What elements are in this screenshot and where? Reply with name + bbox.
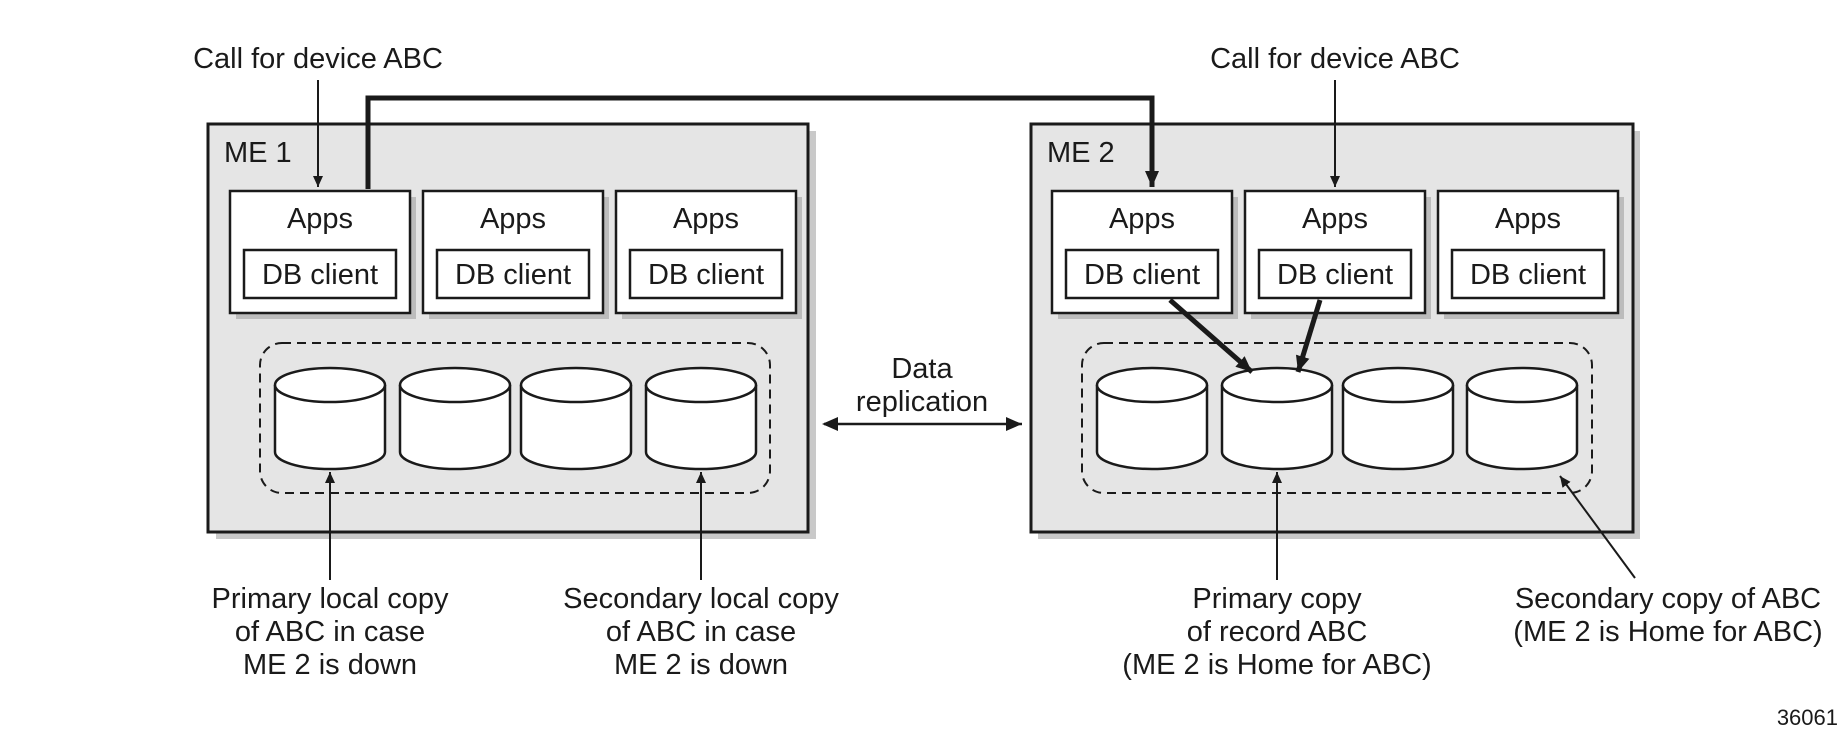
db-client-label: DB client — [1084, 259, 1200, 291]
apps-label: Apps — [287, 203, 353, 235]
me2-apps-box-2: Apps DB client — [1243, 189, 1431, 319]
db-client-label: DB client — [1277, 259, 1393, 291]
me2-db-group — [1081, 342, 1593, 494]
caption-line: ME 2 is down — [614, 649, 788, 681]
caption-line: (ME 2 is Home for ABC) — [1513, 616, 1822, 648]
me2-call-label: Call for device ABC — [1210, 43, 1460, 75]
me1-panel: ME 1 Apps DB client Apps DB client Apps … — [206, 122, 816, 539]
me1-db-cylinder-4 — [644, 366, 758, 471]
me1-apps-box-1: Apps DB client — [228, 189, 416, 319]
caption-line: of ABC in case — [235, 616, 425, 648]
replication-label-line2: replication — [856, 386, 988, 418]
apps-label: Apps — [1109, 203, 1175, 235]
forward-call-arrow — [365, 95, 1159, 189]
me2-panel: ME 2 Apps DB client Apps DB client Apps … — [1029, 122, 1640, 539]
db-client-label: DB client — [648, 259, 764, 291]
apps-label: Apps — [1302, 203, 1368, 235]
replication-label-line1: Data — [891, 353, 953, 385]
me1-call-label: Call for device ABC — [193, 43, 443, 75]
caption-line: of record ABC — [1187, 616, 1368, 648]
secondary-copy-caption: Secondary copy of ABC (ME 2 is Home for … — [1513, 583, 1822, 648]
me1-db-cylinder-2 — [398, 366, 512, 471]
caption-line: Secondary local copy — [563, 583, 839, 615]
me2-title: ME 2 — [1047, 137, 1115, 169]
secondary-copy-pointer — [1559, 475, 1636, 579]
me1-apps-box-3: Apps DB client — [614, 189, 802, 319]
me1-db-cylinder-1 — [273, 366, 387, 471]
me2-db-cylinder-4 — [1465, 366, 1579, 471]
me2-apps-box-3: Apps DB client — [1436, 189, 1624, 319]
me2-db-cylinder-1 — [1095, 366, 1209, 471]
apps-label: Apps — [1495, 203, 1561, 235]
me2-db-cylinder-2 — [1220, 366, 1334, 471]
me1-db-cylinder-3 — [519, 366, 633, 471]
caption-line: Primary copy — [1192, 583, 1362, 615]
primary-local-caption: Primary local copy of ABC in case ME 2 i… — [212, 583, 449, 681]
db-client-1-to-primary-arrow — [1168, 298, 1254, 374]
apps-label: Apps — [480, 203, 546, 235]
apps-label: Apps — [673, 203, 739, 235]
caption-line: (ME 2 is Home for ABC) — [1122, 649, 1431, 681]
db-client-label: DB client — [455, 259, 571, 291]
me1-apps-box-2: Apps DB client — [421, 189, 609, 319]
me1-title: ME 1 — [224, 137, 292, 169]
db-client-label: DB client — [262, 259, 378, 291]
figure-id: 36061 — [1777, 705, 1838, 730]
me2-apps-box-1: Apps DB client — [1050, 189, 1238, 319]
caption-line: of ABC in case — [606, 616, 796, 648]
secondary-local-caption: Secondary local copy of ABC in case ME 2… — [563, 583, 839, 681]
db-client-2-to-primary-arrow — [1295, 299, 1323, 373]
caption-line: Secondary copy of ABC — [1515, 583, 1821, 615]
caption-line: ME 2 is down — [243, 649, 417, 681]
me1-db-group — [259, 342, 771, 494]
primary-copy-caption: Primary copy of record ABC (ME 2 is Home… — [1122, 583, 1431, 681]
me2-db-cylinder-3 — [1341, 366, 1455, 471]
caption-line: Primary local copy — [212, 583, 449, 615]
db-client-label: DB client — [1470, 259, 1586, 291]
